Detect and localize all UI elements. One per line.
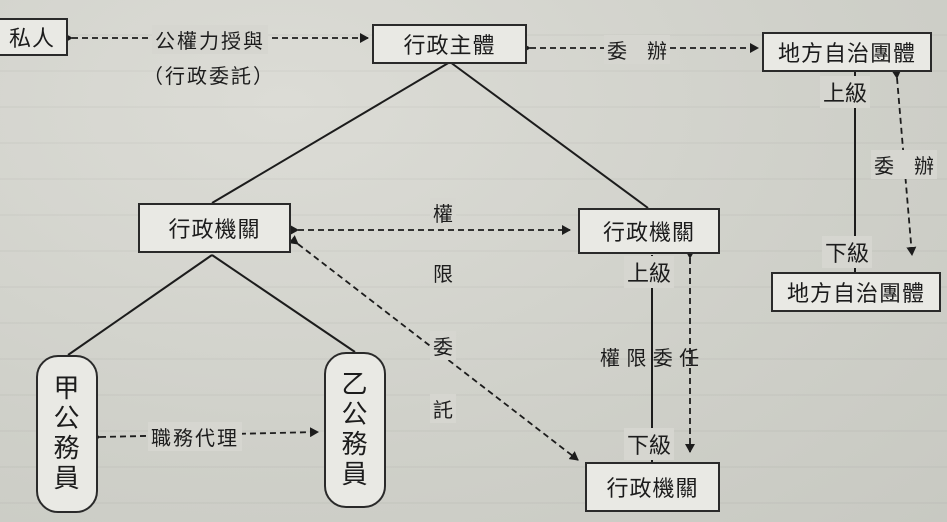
node-admin-subject: 行政主體 xyxy=(372,24,527,64)
civil-servant-a-char-4: 員 xyxy=(53,464,81,494)
node-local-gov-lower: 地方自治團體 xyxy=(771,272,941,312)
label-upper-local: 上級 xyxy=(820,76,871,108)
civil-servant-b-char-1: 乙 xyxy=(341,370,369,400)
node-private-person: 私人 xyxy=(0,18,68,56)
arrow-entrust-diagonal xyxy=(288,235,579,461)
civil-servant-a-char-1: 甲 xyxy=(53,374,81,404)
label-entrust-char-4: 託 xyxy=(430,394,456,423)
node-admin-agency-bottom: 行政機關 xyxy=(585,462,720,512)
label-authority-delegate: 權 限 委 任 xyxy=(600,346,700,370)
line-left-agency-to-b xyxy=(211,254,356,353)
line-left-agency-to-a xyxy=(67,254,213,356)
node-admin-agency-right: 行政機關 xyxy=(578,208,720,254)
civil-servant-b-char-3: 務 xyxy=(341,430,369,460)
node-civil-servant-b: 乙 公 務 員 xyxy=(324,352,386,508)
label-admin-entrustment: （行政委託） xyxy=(143,64,275,88)
node-local-gov-upper: 地方自治團體 xyxy=(762,32,932,72)
node-admin-agency-left: 行政機關 xyxy=(138,203,291,253)
node-civil-servant-a: 甲 公 務 員 xyxy=(36,355,98,513)
label-entrust-char-2: 限 xyxy=(433,262,453,286)
label-entrust-char-1: 權 xyxy=(430,198,456,227)
civil-servant-a-char-2: 公 xyxy=(53,404,81,434)
line-subject-to-right-agency xyxy=(449,61,649,209)
label-upper-agency: 上級 xyxy=(624,256,675,288)
civil-servant-b-char-4: 員 xyxy=(341,460,369,490)
label-lower-local: 下級 xyxy=(822,236,873,268)
civil-servant-b-char-2: 公 xyxy=(341,400,369,430)
label-lower-agency: 下級 xyxy=(624,428,675,460)
label-public-power-grant: 公權力授與 xyxy=(152,25,268,54)
civil-servant-a-char-3: 務 xyxy=(53,434,81,464)
arrow-duty-proxy xyxy=(91,427,319,443)
label-duty-proxy: 職務代理 xyxy=(148,422,242,451)
label-commission-top: 委 辦 xyxy=(604,35,670,64)
line-subject-to-left-agency xyxy=(211,61,451,204)
label-entrust-char-3: 委 xyxy=(430,331,456,360)
label-commission-side: 委 辦 xyxy=(871,150,937,179)
